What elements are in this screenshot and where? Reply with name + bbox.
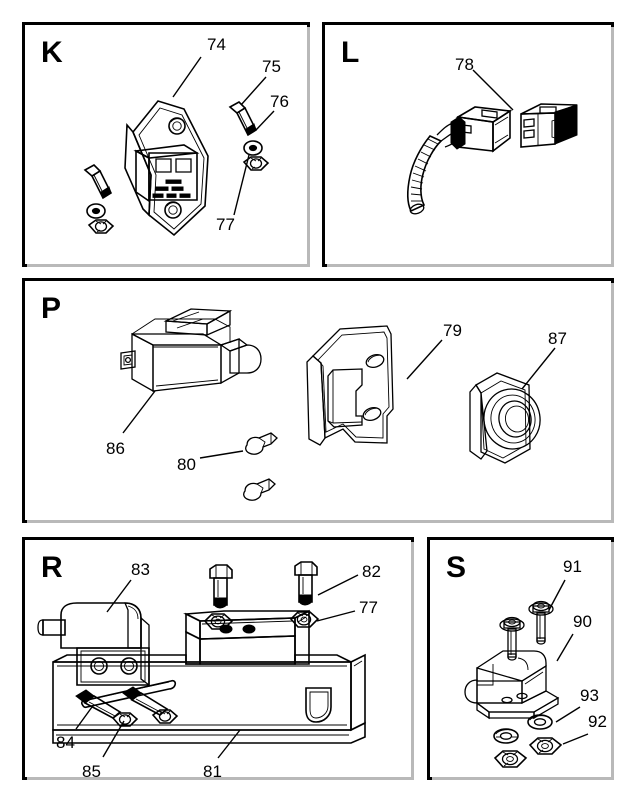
panel-K-artwork bbox=[25, 25, 313, 270]
callout-83: 83 bbox=[131, 560, 150, 579]
part-92-nut-upper bbox=[530, 738, 561, 754]
leader-lines-L bbox=[473, 70, 513, 110]
part-93-washer-upper bbox=[528, 715, 552, 729]
panel-P bbox=[22, 278, 614, 523]
part-78-harness-connector bbox=[408, 104, 577, 216]
callout-81: 81 bbox=[203, 762, 222, 781]
callout-77-K: 77 bbox=[216, 215, 235, 234]
panel-L-artwork bbox=[325, 25, 617, 270]
part-92-nut-lower bbox=[495, 751, 526, 767]
part-87-push-button bbox=[470, 373, 545, 463]
panel-S bbox=[427, 537, 614, 780]
callout-91: 91 bbox=[563, 557, 582, 576]
part-80-rivet-upper bbox=[246, 433, 277, 454]
part-82-bolt-left bbox=[210, 565, 232, 608]
panel-shadow-right bbox=[611, 283, 614, 523]
part-91-bolt-right bbox=[529, 602, 553, 645]
hex-nut-left-duplicate bbox=[89, 220, 113, 233]
panel-L bbox=[322, 22, 614, 267]
part-90-latch-block bbox=[465, 651, 558, 718]
panel-R-artwork bbox=[25, 540, 417, 783]
panel-shadow-right bbox=[411, 542, 414, 780]
part-75-bolt bbox=[230, 102, 256, 135]
callout-80: 80 bbox=[177, 455, 196, 474]
callout-84: 84 bbox=[56, 733, 75, 752]
leader-lines-K bbox=[173, 57, 274, 215]
callout-90: 90 bbox=[573, 612, 592, 631]
bolt-left-duplicate bbox=[85, 165, 111, 198]
callout-78: 78 bbox=[455, 55, 474, 74]
part-85-nut-right bbox=[153, 710, 177, 723]
panel-shadow-bottom bbox=[27, 777, 414, 780]
part-85-nut-left bbox=[113, 713, 137, 726]
callout-75: 75 bbox=[262, 57, 281, 76]
panel-K bbox=[22, 22, 310, 267]
part-77-hex-nut bbox=[244, 157, 268, 170]
panel-shadow-bottom bbox=[27, 264, 310, 267]
part-83-latch-block bbox=[38, 603, 149, 685]
washer-left-duplicate bbox=[87, 204, 105, 218]
part-74-relay-plate bbox=[125, 101, 208, 235]
callout-82: 82 bbox=[362, 562, 381, 581]
part-79-mounting-bracket bbox=[307, 326, 393, 445]
part-80-rivet-lower bbox=[244, 479, 275, 500]
panel-L-letter: L bbox=[341, 36, 360, 69]
panel-P-letter: P bbox=[41, 292, 62, 325]
callout-85: 85 bbox=[82, 762, 101, 781]
panel-R-letter: R bbox=[41, 551, 63, 584]
panel-R bbox=[22, 537, 414, 780]
callout-74: 74 bbox=[207, 35, 226, 54]
panel-shadow-right bbox=[611, 542, 614, 780]
leader-lines-P bbox=[123, 340, 555, 458]
panel-S-letter: S bbox=[446, 551, 467, 584]
panel-P-artwork bbox=[25, 281, 617, 526]
callout-76: 76 bbox=[270, 92, 289, 111]
callout-93: 93 bbox=[580, 686, 599, 705]
part-93-washer-lower bbox=[494, 729, 518, 743]
part-91-bolt-left bbox=[500, 618, 524, 661]
part-86-rocker-switch bbox=[121, 309, 261, 391]
callout-86: 86 bbox=[106, 439, 125, 458]
callout-87: 87 bbox=[548, 329, 567, 348]
panel-S-artwork bbox=[430, 540, 617, 783]
callout-77-R: 77 bbox=[359, 598, 378, 617]
panel-shadow-bottom bbox=[27, 520, 614, 523]
part-76-washer bbox=[244, 141, 262, 155]
panel-shadow-bottom bbox=[327, 264, 614, 267]
corrugated-conduit bbox=[408, 136, 441, 216]
part-81-large-bracket bbox=[53, 611, 365, 743]
callout-92: 92 bbox=[588, 712, 607, 731]
part-82-bolt-right bbox=[295, 562, 317, 605]
leader-lines-R bbox=[76, 575, 358, 758]
leader-lines-S bbox=[549, 580, 588, 744]
panel-shadow-right bbox=[611, 27, 614, 267]
panel-shadow-bottom bbox=[432, 777, 614, 780]
panel-shadow-right bbox=[307, 27, 310, 267]
callout-79: 79 bbox=[443, 321, 462, 340]
part-77-nut-left-R bbox=[205, 614, 232, 629]
panel-K-letter: K bbox=[41, 36, 63, 69]
